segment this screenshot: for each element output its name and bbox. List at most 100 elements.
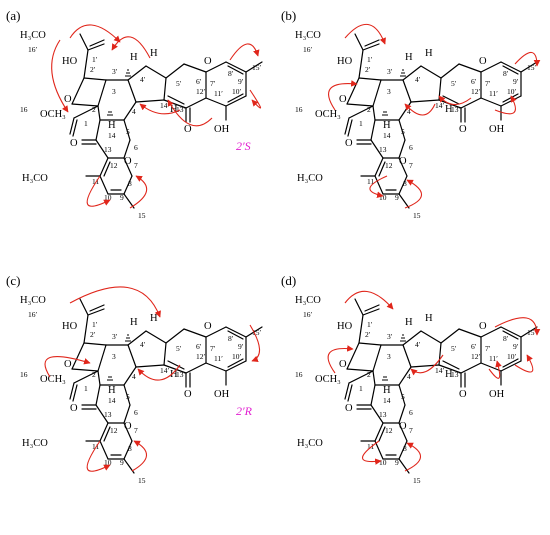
- atom-number: 7′: [210, 344, 216, 353]
- panel-tag: (b): [281, 8, 296, 23]
- atom-number: 16: [295, 105, 303, 114]
- correlation-arrow: [111, 36, 151, 59]
- atom-number: 1: [359, 384, 363, 393]
- atom-number: 8′: [228, 69, 234, 78]
- molecule-skeleton: [69, 298, 263, 474]
- atom-number: 3′: [387, 332, 393, 341]
- atom-number: 12: [110, 426, 118, 435]
- correlation-arrow: [404, 442, 422, 472]
- atom-label-o2ring: O: [64, 359, 72, 370]
- atom-label-ome1: H₃CO: [20, 30, 46, 41]
- atom-number: 14′: [160, 366, 170, 375]
- correlation-arrow: [229, 43, 260, 61]
- atom-label-o_ring: O: [204, 321, 212, 332]
- atom-label-h3: H: [383, 120, 391, 131]
- atom-number: 15: [413, 211, 421, 220]
- atom-number: 14: [108, 396, 116, 405]
- molecule-skeleton: [69, 33, 263, 209]
- correlation-arrow: [139, 103, 181, 115]
- atom-label-ome1: H₃CO: [20, 295, 46, 306]
- atom-number: 8: [128, 444, 132, 453]
- atom-number: 11′: [489, 89, 498, 98]
- atom-number: 12′: [471, 87, 481, 96]
- atom-label-o6: O: [399, 156, 407, 167]
- atom-number: 5: [401, 127, 405, 136]
- atom-number: 6: [134, 143, 138, 152]
- atom-number: 13: [104, 145, 112, 154]
- atom-label-h1: H: [130, 317, 138, 328]
- atom-number: 4: [132, 107, 136, 116]
- atom-number: 13′: [451, 105, 461, 114]
- atom-number: 13′: [451, 370, 461, 379]
- correlation-arrow: [86, 440, 111, 472]
- atom-number: 10′: [232, 352, 242, 361]
- atom-number: 9′: [238, 77, 244, 86]
- atom-label-h3: H: [108, 120, 116, 131]
- atom-label-o2ring: O: [339, 359, 347, 370]
- molecule-skeleton: [344, 298, 538, 474]
- atom-number: 9: [120, 458, 124, 467]
- atom-label-o_ring: O: [204, 56, 212, 67]
- atom-number: 15′: [252, 328, 262, 337]
- atom-number: 5: [401, 392, 405, 401]
- atom-number: 2′: [365, 330, 371, 339]
- atom-label-o_ring: O: [479, 321, 487, 332]
- correlation-arrow: [514, 51, 541, 67]
- atom-number: 6: [409, 408, 413, 417]
- atom-label-ome2: OCH₃: [315, 374, 341, 385]
- atom-number: 7′: [485, 79, 491, 88]
- atom-label-o_keto2: O: [70, 138, 78, 149]
- atom-label-ome2: OCH₃: [40, 374, 66, 385]
- atom-label-o_keto1: O: [184, 124, 192, 135]
- atom-number: 6′: [196, 77, 202, 86]
- atom-number: 14: [108, 131, 116, 140]
- correlation-arrow: [369, 175, 388, 198]
- atom-number: 10′: [232, 87, 242, 96]
- atom-label-h1: H: [130, 52, 138, 63]
- atom-number: 4′: [140, 75, 146, 84]
- atom-number: 9: [120, 193, 124, 202]
- stereo-label: 2′S: [236, 139, 251, 153]
- atom-number: 3: [112, 352, 116, 361]
- atom-number: 14′: [435, 366, 445, 375]
- atom-number: 9′: [513, 342, 519, 351]
- atom-number: 8′: [503, 334, 509, 343]
- correlation-arrow: [361, 440, 382, 465]
- atom-label-o_keto2: O: [345, 138, 353, 149]
- atom-label-oh1: HO: [337, 56, 353, 67]
- atom-number: 16′: [303, 45, 313, 54]
- atom-label-oh2: OH: [489, 389, 505, 400]
- atom-number: 12′: [196, 87, 206, 96]
- atom-number: 6: [134, 408, 138, 417]
- atom-label-o_keto2: O: [70, 403, 78, 414]
- atom-label-ome3: H₃CO: [297, 173, 323, 184]
- atom-label-ome3: H₃CO: [22, 173, 48, 184]
- atom-number: 2′: [90, 330, 96, 339]
- atom-number: 9: [395, 193, 399, 202]
- atom-label-ome1: H₃CO: [295, 295, 321, 306]
- atom-number: 15′: [527, 328, 537, 337]
- atom-number: 5: [126, 127, 130, 136]
- correlation-arrow: [249, 324, 261, 362]
- atom-number: 6′: [196, 342, 202, 351]
- atom-number: 8: [403, 444, 407, 453]
- atom-number: 1′: [92, 55, 98, 64]
- correlation-arrow: [69, 24, 121, 43]
- correlation-arrow: [404, 103, 436, 116]
- atom-label-ome3: H₃CO: [297, 438, 323, 449]
- atom-label-oh2: OH: [214, 389, 230, 400]
- correlation-arrow: [131, 440, 148, 472]
- atom-label-o2ring: O: [64, 94, 72, 105]
- atom-number: 3′: [112, 332, 118, 341]
- atom-label-oh1: HO: [337, 321, 353, 332]
- correlation-arrow: [494, 95, 517, 115]
- atom-number: 4: [407, 372, 411, 381]
- atom-number: 10: [104, 458, 112, 467]
- atom-number: 1′: [367, 320, 373, 329]
- atom-number: 11′: [214, 89, 223, 98]
- atom-label-o_keto2: O: [345, 403, 353, 414]
